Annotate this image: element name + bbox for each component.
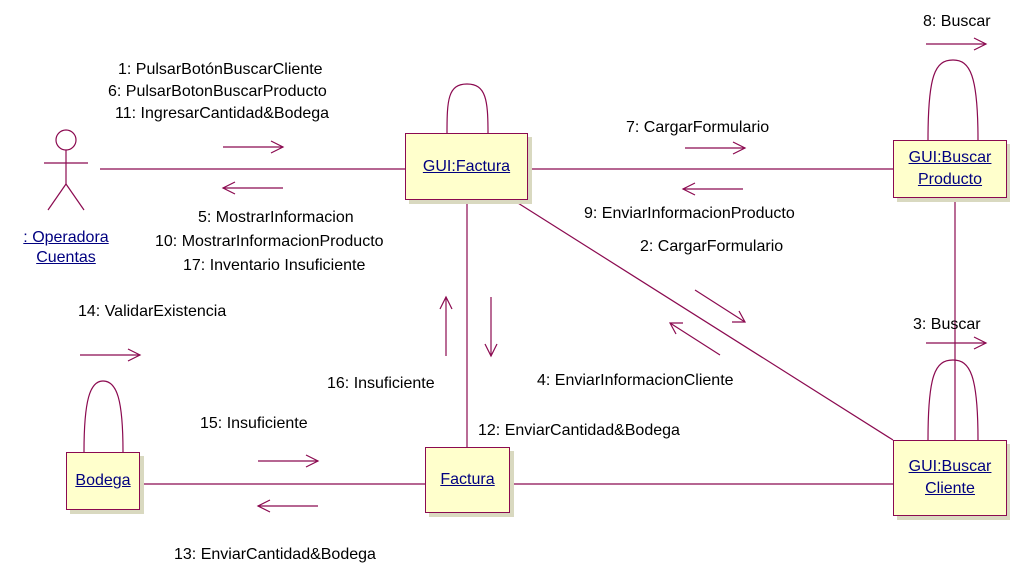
arrow-m9 <box>681 182 743 196</box>
object-gui-buscar-producto-line1: GUI:Buscar <box>908 149 992 166</box>
message-2: 2: CargarFormulario <box>640 238 784 255</box>
actor-label-line1: : Operadora <box>23 229 109 246</box>
message-8: 8: Buscar <box>923 13 991 30</box>
message-13: 13: EnviarCantidad&Bodega <box>174 546 376 563</box>
arrow-m12 <box>484 297 498 358</box>
object-factura-label: Factura <box>440 471 495 488</box>
message-5: 5: MostrarInformacion <box>198 209 354 226</box>
self-loop-gui-factura <box>446 83 489 134</box>
message-14: 14: ValidarExistencia <box>78 303 227 320</box>
message-10: 10: MostrarInformacionProducto <box>155 233 384 250</box>
message-16: 16: Insuficiente <box>327 375 435 392</box>
object-bodega-label: Bodega <box>75 472 131 489</box>
message-15: 15: Insuficiente <box>200 415 308 432</box>
message-11: 11: IngresarCantidad&Bodega <box>115 105 330 122</box>
arrow-m8 <box>926 37 988 51</box>
object-gui-buscar-cliente-line2: Cliente <box>925 480 975 497</box>
arrow-gui-to-actor <box>221 181 283 195</box>
object-gui-buscar-cliente[interactable]: GUI:Buscar Cliente <box>893 440 1007 516</box>
message-17: 17: Inventario Insuficiente <box>183 257 366 274</box>
arrow-m13 <box>256 499 318 513</box>
message-12: 12: EnviarCantidad&Bodega <box>478 422 680 439</box>
arrow-m16 <box>439 295 453 356</box>
object-factura[interactable]: Factura <box>425 447 510 513</box>
message-1: 1: PulsarBotónBuscarCliente <box>118 61 323 78</box>
message-4: 4: EnviarInformacionCliente <box>537 372 734 389</box>
actor-icon <box>44 129 88 211</box>
object-gui-buscar-cliente-line1: GUI:Buscar <box>908 458 992 475</box>
object-gui-buscar-producto-line2: Producto <box>917 171 983 188</box>
message-7: 7: CargarFormulario <box>626 119 770 136</box>
object-bodega[interactable]: Bodega <box>66 452 140 510</box>
arrow-m2 <box>694 289 747 323</box>
actor-label: : Operadora Cuentas <box>10 228 122 268</box>
self-loop-buscar-cliente <box>927 359 979 441</box>
actor-label-line2: Cuentas <box>36 249 96 266</box>
message-9: 9: EnviarInformacionProducto <box>584 205 795 222</box>
object-gui-factura-label: GUI:Factura <box>422 157 511 175</box>
self-loop-bodega <box>83 380 124 453</box>
arrow-m14 <box>80 348 142 362</box>
link-gui-factura-buscar-cliente <box>509 197 894 441</box>
object-gui-buscar-producto[interactable]: GUI:Buscar Producto <box>893 140 1007 198</box>
arrow-m7 <box>685 141 747 155</box>
arrow-actor-to-gui <box>223 140 285 154</box>
arrow-m15 <box>258 454 320 468</box>
arrow-m3 <box>926 336 988 350</box>
message-6: 6: PulsarBotonBuscarProducto <box>108 83 327 100</box>
message-3: 3: Buscar <box>913 316 981 333</box>
self-loop-buscar-producto <box>927 59 979 141</box>
object-gui-factura[interactable]: GUI:Factura <box>405 133 528 200</box>
arrow-m4 <box>668 322 721 356</box>
